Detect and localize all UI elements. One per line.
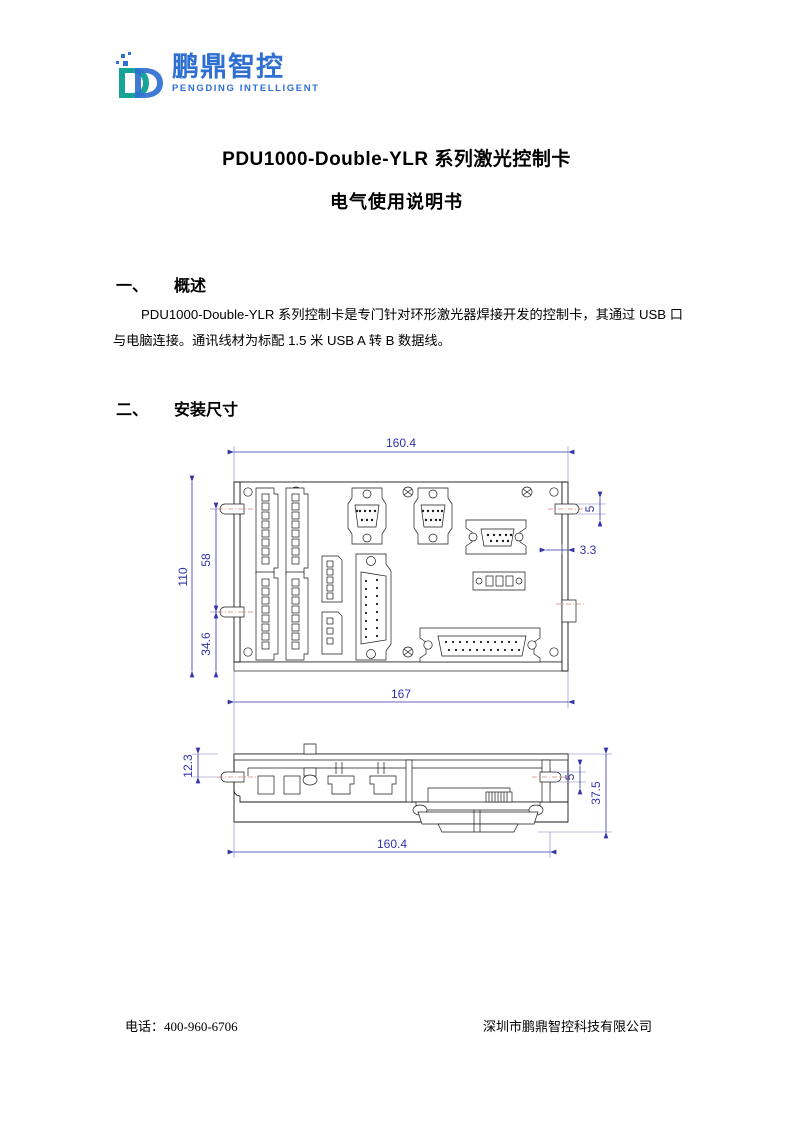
logo-chinese-name: 鹏鼎智控 [172, 52, 284, 82]
footer-phone: 电话：400-960-6706 [125, 1019, 238, 1034]
terminal-block [255, 571, 279, 661]
section-1-number: 一、 [116, 278, 149, 295]
db25-connector [419, 627, 541, 663]
section-2-number: 二、 [116, 402, 149, 419]
pin-header [472, 571, 526, 591]
page-footer: 电话：400-960-6706 深圳市鹏鼎智控科技有限公司 [0, 1016, 793, 1040]
top-view-board [218, 481, 584, 672]
dim-12-3: 12.3 [181, 754, 195, 778]
dim-160-4-side: 160.4 [377, 837, 407, 851]
document-title: PDU1000-Double-YLR 系列激光控制卡 [222, 149, 571, 170]
dim-3-3: 3.3 [580, 543, 597, 557]
section-heading-dimensions: 二、 安装尺寸 [116, 396, 238, 420]
logo-english-name: PENGDING INTELLIGENT [172, 83, 320, 94]
installation-dimension-drawing: .ln { stroke:#1a1a1a; stroke-width:0.9; … [170, 432, 630, 892]
pin-header [321, 611, 343, 655]
dim-58: 58 [199, 553, 213, 567]
dim-110: 110 [176, 567, 190, 586]
dim-37-5: 37.5 [589, 781, 603, 805]
footer-company: 深圳市鹏鼎智控科技有限公司 [483, 1019, 653, 1034]
dim-5-side: 5 [563, 773, 577, 780]
side-view-board [218, 743, 569, 833]
dim-5-top: 5 [583, 505, 597, 512]
section-heading-overview: 一、 概述 [116, 272, 206, 296]
logo-mark-icon [114, 52, 166, 100]
db25-connector [355, 553, 392, 661]
document-subtitle: 电气使用说明书 [330, 192, 463, 212]
dim-34-6: 34.6 [199, 632, 213, 656]
logo-text: 鹏鼎智控 PENGDING INTELLIGENT [172, 52, 412, 94]
overview-paragraph: PDU1000-Double-YLR 系列控制卡是专门针对环形激光器焊接开发的控… [113, 307, 683, 348]
top-view-dimensions: 160.4 110 58 34.6 167 [176, 436, 606, 708]
terminal-block [285, 571, 309, 661]
dim-160-4-top: 160.4 [386, 436, 416, 450]
section-2-title: 安装尺寸 [174, 402, 239, 419]
db9-connector [465, 519, 527, 555]
company-logo: 鹏鼎智控 PENGDING INTELLIGENT [114, 48, 414, 104]
dim-167: 167 [391, 687, 411, 701]
pin-header [321, 555, 343, 603]
terminal-block [285, 487, 309, 575]
db9-connector [347, 487, 387, 545]
side-view-dimensions: 12.3 5 37.5 160.4 [181, 747, 612, 858]
section-1-title: 概述 [174, 278, 207, 295]
db9-connector [413, 487, 453, 545]
terminal-block [255, 487, 279, 575]
